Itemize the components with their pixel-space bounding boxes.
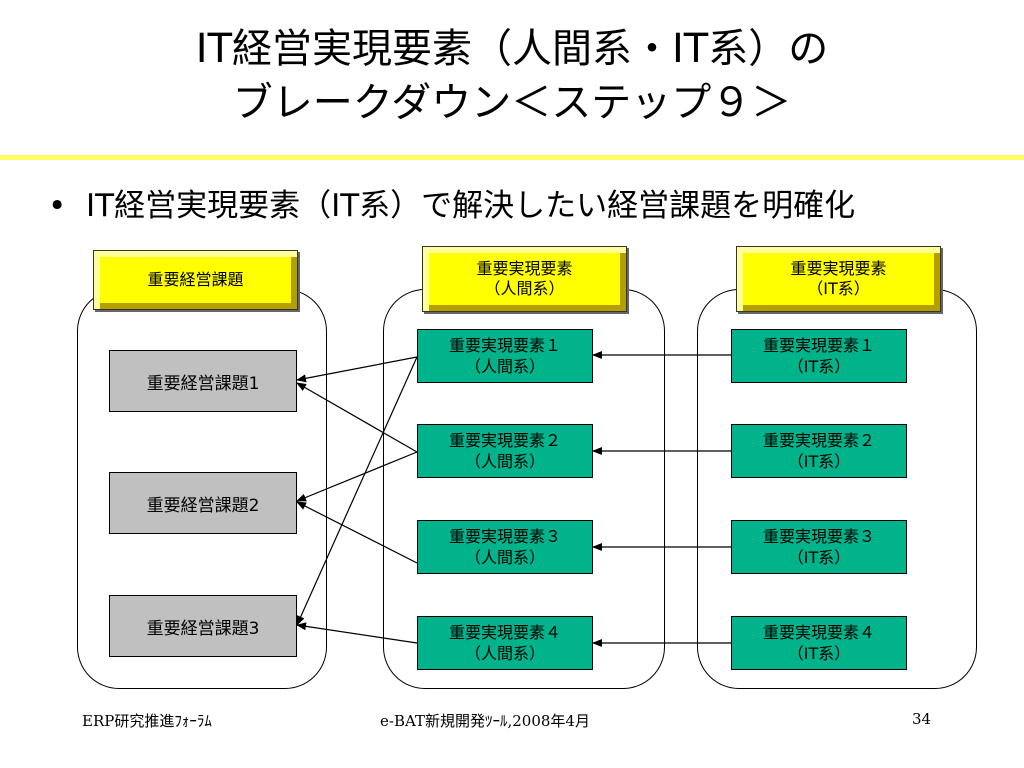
issue-box-2: 重要経営課題2 xyxy=(109,472,297,534)
human-header: 重要実現要素 （人間系） xyxy=(422,246,627,312)
footer-left: ERP研究推進ﾌｫｰﾗﾑ xyxy=(82,712,212,730)
element-sublabel: （人間系） xyxy=(464,644,545,663)
element-sublabel: （人間系） xyxy=(464,357,545,376)
it-element-1: 重要実現要素１ （IT系） xyxy=(731,329,907,383)
issue-label: 重要経営課題3 xyxy=(146,618,260,639)
element-label: 重要実現要素２ xyxy=(762,431,875,450)
issue-label: 重要経営課題1 xyxy=(146,373,260,394)
element-sublabel: （IT系） xyxy=(787,357,851,376)
it-header: 重要実現要素 （IT系） xyxy=(736,246,941,312)
element-sublabel: （IT系） xyxy=(787,548,851,567)
link-human2-issue1 xyxy=(296,382,418,453)
link-human2-issue2 xyxy=(296,451,418,502)
element-sublabel: （人間系） xyxy=(464,548,545,567)
page-number: 34 xyxy=(912,710,932,728)
title-line-1: IT経営実現要素（人間系・IT系）の xyxy=(195,26,829,72)
link-human4-issue3 xyxy=(296,622,418,644)
element-sublabel: （IT系） xyxy=(787,452,851,471)
title-rule xyxy=(0,155,1024,160)
slide-title: IT経営実現要素（人間系・IT系）の ブレークダウン＜ステップ９＞ xyxy=(0,22,1024,130)
element-label: 重要実現要素１ xyxy=(448,336,561,355)
human-header-line-2: （人間系） xyxy=(484,279,565,298)
bullet-text: IT経営実現要素（IT系）で解決したい経営課題を明確化 xyxy=(86,188,856,224)
element-label: 重要実現要素２ xyxy=(448,431,561,450)
it-element-3: 重要実現要素３ （IT系） xyxy=(731,520,907,574)
human-element-4: 重要実現要素４ （人間系） xyxy=(417,616,593,670)
bullet-icon: • xyxy=(48,188,67,224)
issue-box-3: 重要経営課題3 xyxy=(109,595,297,657)
element-label: 重要実現要素４ xyxy=(762,623,875,642)
human-element-1: 重要実現要素１ （人間系） xyxy=(417,329,593,383)
issue-label: 重要経営課題2 xyxy=(146,495,260,516)
element-sublabel: （IT系） xyxy=(787,644,851,663)
element-label: 重要実現要素４ xyxy=(448,623,561,642)
it-header-line-1: 重要実現要素 xyxy=(790,259,887,278)
it-header-line-2: （IT系） xyxy=(807,279,870,298)
bullet-point: • IT経営実現要素（IT系）で解決したい経営課題を明確化 xyxy=(48,184,855,228)
human-element-3: 重要実現要素３ （人間系） xyxy=(417,520,593,574)
element-label: 重要実現要素３ xyxy=(448,527,561,546)
issue-box-1: 重要経営課題1 xyxy=(109,350,297,412)
issues-header: 重要経営課題 xyxy=(93,250,298,310)
human-header-line-1: 重要実現要素 xyxy=(476,259,573,278)
element-sublabel: （人間系） xyxy=(464,452,545,471)
link-human1-issue3 xyxy=(296,356,418,626)
it-element-2: 重要実現要素２ （IT系） xyxy=(731,424,907,478)
issues-header-label: 重要経営課題 xyxy=(147,270,244,289)
link-human1-issue1 xyxy=(296,356,418,383)
it-element-4: 重要実現要素４ （IT系） xyxy=(731,616,907,670)
footer-center: e-BAT新規開発ﾂｰﾙ,2008年4月 xyxy=(380,712,590,730)
element-label: 重要実現要素１ xyxy=(762,336,875,355)
link-human3-issue2 xyxy=(296,501,418,564)
title-line-2: ブレークダウン＜ステップ９＞ xyxy=(232,80,792,126)
element-label: 重要実現要素３ xyxy=(762,527,875,546)
